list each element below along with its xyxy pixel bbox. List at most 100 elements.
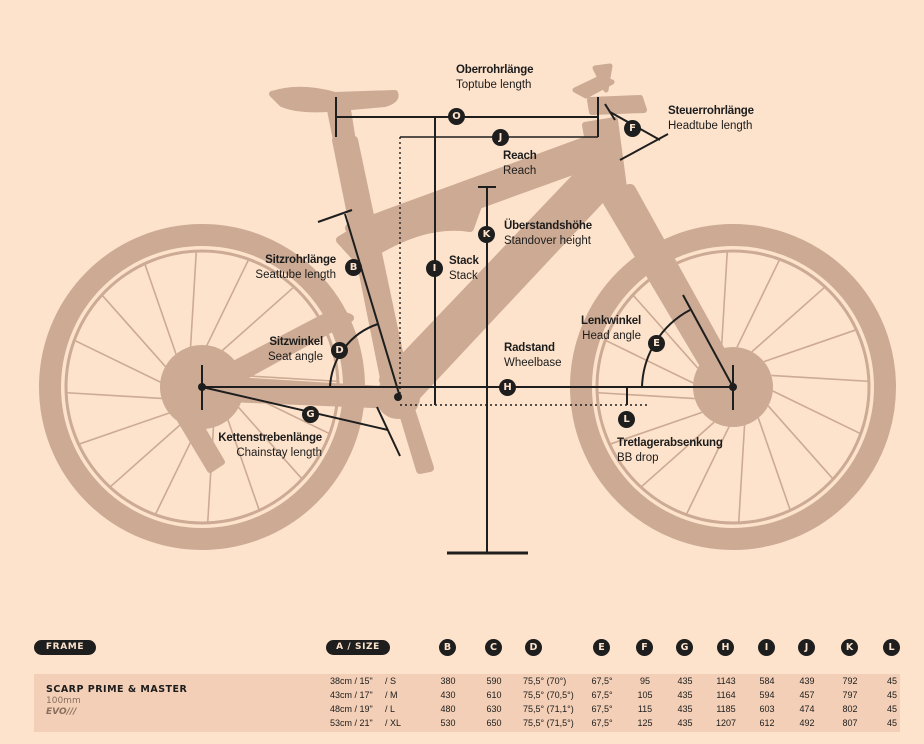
cell-size: 48cm / 19" <box>330 704 373 714</box>
column-header-i: I <box>758 639 775 656</box>
cell-l: 45 <box>886 718 897 728</box>
cell-i: 594 <box>759 690 775 700</box>
label-headangle-de: Lenkwinkel <box>581 315 641 327</box>
cell-j: 457 <box>799 690 815 700</box>
label-seatangle-en: Seat angle <box>268 351 323 363</box>
column-header-d: D <box>525 639 542 656</box>
model-travel: 100mm <box>46 696 81 706</box>
spoke <box>632 295 699 369</box>
cell-d: 75,5° (71,1°) <box>523 704 574 714</box>
spoke <box>610 411 703 445</box>
cell-size-letter: / M <box>385 690 398 700</box>
cell-i: 603 <box>759 704 775 714</box>
label-stack-de: Stack <box>449 255 479 267</box>
cell-i: 584 <box>759 676 775 686</box>
spoke <box>771 374 868 383</box>
cell-size: 43cm / 17" <box>330 690 373 700</box>
spoke <box>641 421 715 488</box>
spoke <box>101 295 168 369</box>
cell-k: 802 <box>842 704 858 714</box>
cell-c: 610 <box>486 690 502 700</box>
size-header: A / SIZE <box>326 640 390 655</box>
label-wheelbase-en: Wheelbase <box>504 357 562 369</box>
spoke <box>763 329 856 363</box>
cell-g: 435 <box>677 676 693 686</box>
spoke <box>110 421 184 488</box>
spoke <box>74 339 163 384</box>
model-evo: EVO/// <box>46 707 77 717</box>
label-headtube-de: Steuerrohrlänge <box>668 105 754 117</box>
cell-b: 380 <box>440 676 456 686</box>
cell-b: 480 <box>440 704 456 714</box>
spoke <box>240 374 337 383</box>
label-standover-en: Standover height <box>504 235 591 247</box>
cell-f: 105 <box>637 690 653 700</box>
spoke <box>67 391 164 400</box>
spoke <box>736 259 781 348</box>
spoke <box>757 417 791 510</box>
label-seatangle-de: Sitzwinkel <box>269 336 323 348</box>
spoke <box>205 259 250 348</box>
badge-e: E <box>648 335 665 352</box>
cell-size: 38cm / 15" <box>330 676 373 686</box>
cell-j: 474 <box>799 704 815 714</box>
label-headangle: Lenkwinkel Head angle <box>560 314 641 344</box>
cell-l: 45 <box>886 704 897 714</box>
cell-g: 435 <box>677 690 693 700</box>
spoke <box>737 425 746 522</box>
cell-size-letter: / XL <box>385 718 402 728</box>
label-reach-de: Reach <box>503 150 537 162</box>
label-chainstay-en: Chainstay length <box>236 447 322 459</box>
cell-c: 590 <box>486 676 502 686</box>
column-header-k: K <box>841 639 858 656</box>
spoke <box>772 390 861 435</box>
label-reach-en: Reach <box>503 165 537 177</box>
cell-c: 630 <box>486 704 502 714</box>
bike-silhouette <box>39 63 896 555</box>
spoke <box>226 417 260 510</box>
spoke <box>720 252 729 349</box>
spoke <box>685 426 730 515</box>
column-header-j: J <box>798 639 815 656</box>
cell-k: 807 <box>842 718 858 728</box>
label-standover: Überstandshöhe Standover height <box>504 219 592 249</box>
label-seattube: Sitzrohrlänge Seattube length <box>226 253 336 283</box>
label-stack: Stack Stack <box>449 254 479 284</box>
cell-f: 95 <box>639 676 650 686</box>
cell-e: 67,5° <box>591 690 613 700</box>
spoke <box>598 391 695 400</box>
badge-l: L <box>618 411 635 428</box>
spoke <box>189 252 198 349</box>
badge-b: B <box>345 259 362 276</box>
label-seatangle: Sitzwinkel Seat angle <box>226 335 323 365</box>
label-chainstay-de: Kettenstrebenlänge <box>218 432 322 444</box>
spoke <box>236 405 303 479</box>
table-band <box>34 674 900 732</box>
cell-i: 612 <box>759 718 775 728</box>
cell-l: 45 <box>886 690 897 700</box>
label-wheelbase: Radstand Wheelbase <box>504 341 562 371</box>
cell-k: 797 <box>842 690 858 700</box>
cell-j: 492 <box>799 718 815 728</box>
label-chainstay: Kettenstrebenlänge Chainstay length <box>200 431 322 461</box>
cell-d: 75,5° (70°) <box>523 676 567 686</box>
cell-h: 1207 <box>715 718 737 728</box>
label-toptube-de: Oberrohrlänge <box>456 64 534 76</box>
column-header-c: C <box>485 639 502 656</box>
badge-d: D <box>331 342 348 359</box>
cell-e: 67,5° <box>591 718 613 728</box>
label-toptube-en: Toptube length <box>456 79 532 91</box>
label-headtube-en: Headtube length <box>668 120 753 132</box>
column-header-b: B <box>439 639 456 656</box>
cell-g: 435 <box>677 704 693 714</box>
cell-b: 430 <box>440 690 456 700</box>
cell-size: 53cm / 21" <box>330 718 373 728</box>
label-toptube: Oberrohrlänge Toptube length <box>456 63 533 93</box>
label-reach: Reach Reach <box>503 149 537 179</box>
label-bbdrop-en: BB drop <box>617 452 659 464</box>
column-header-g: G <box>676 639 693 656</box>
bike-geometry-diagram: O J F K I B D H E G L Oberrohrlänge Topt… <box>39 63 896 555</box>
badge-f: F <box>624 120 641 137</box>
cell-h: 1164 <box>716 690 736 700</box>
label-headtube: Steuerrohrlänge Headtube length <box>668 104 754 134</box>
